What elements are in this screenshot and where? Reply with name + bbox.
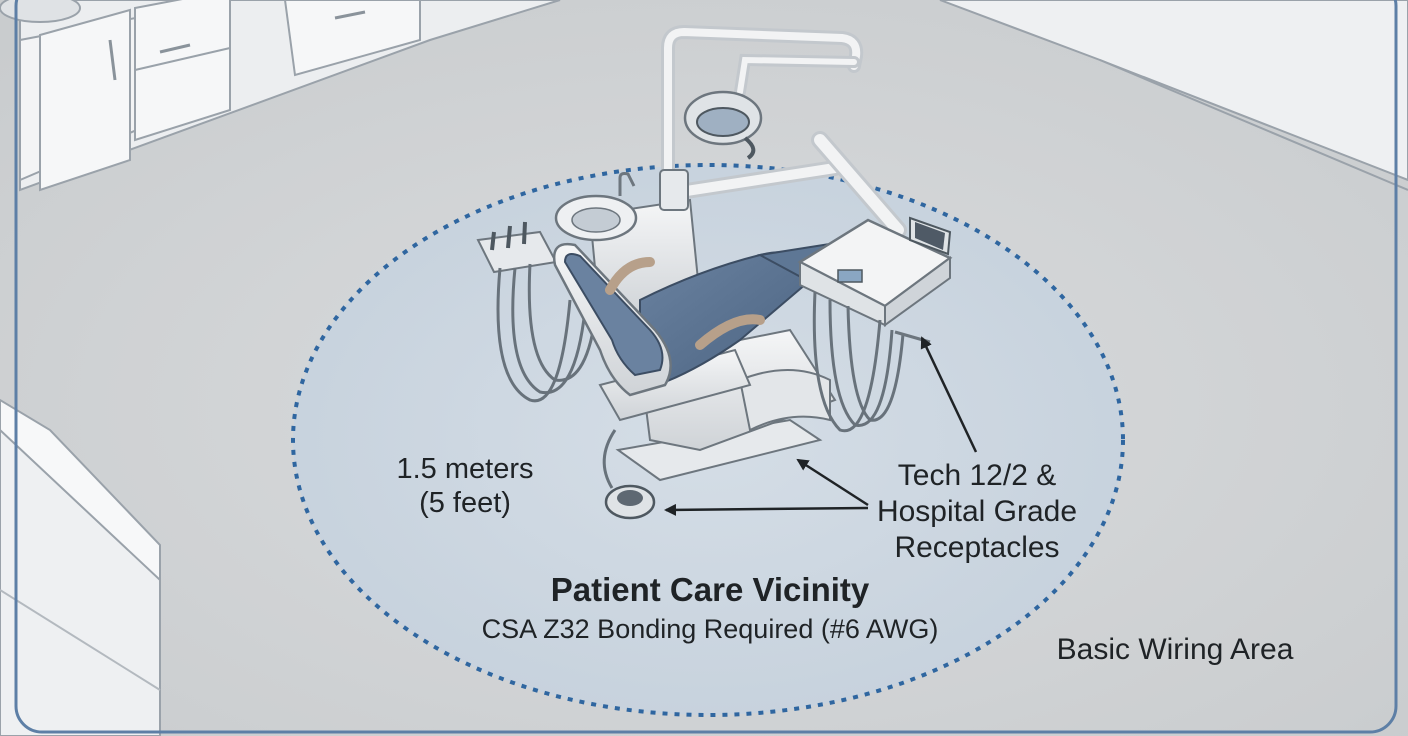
left-instrument-tray [476, 221, 597, 403]
distance-label: 1.5 meters (5 feet) [360, 452, 570, 520]
callout-line-2: Hospital Grade [876, 495, 1078, 528]
callout-line-1: Tech 12/2 & [897, 459, 1057, 492]
arrow-to-delivery-unit [920, 336, 978, 453]
distance-feet: (5 feet) [419, 487, 511, 519]
callout-line-3: Receptacles [894, 531, 1060, 564]
arrow-to-foot-control [664, 503, 869, 516]
zone-title: Patient Care Vicinity [550, 571, 870, 608]
back-right-wall [939, 0, 1408, 191]
back-left-cabinets [0, 0, 561, 192]
basic-wiring-area-label: Basic Wiring Area [1056, 633, 1294, 666]
delivery-unit-icon [797, 216, 953, 433]
arrow-to-chair-base [796, 458, 869, 507]
receptacle-callout: Tech 12/2 & Hospital Grade Receptacles [862, 458, 1092, 566]
leader-arrows [664, 336, 978, 516]
distance-meters: 1.5 meters [396, 453, 534, 485]
zone-subtitle: CSA Z32 Bonding Required (#6 AWG) [481, 614, 939, 644]
operatory-light-icon [661, 24, 864, 197]
assistant-arm [672, 131, 907, 239]
front-left-counter [0, 398, 161, 736]
foot-control-icon [602, 429, 656, 520]
frame-border [14, 0, 1398, 734]
